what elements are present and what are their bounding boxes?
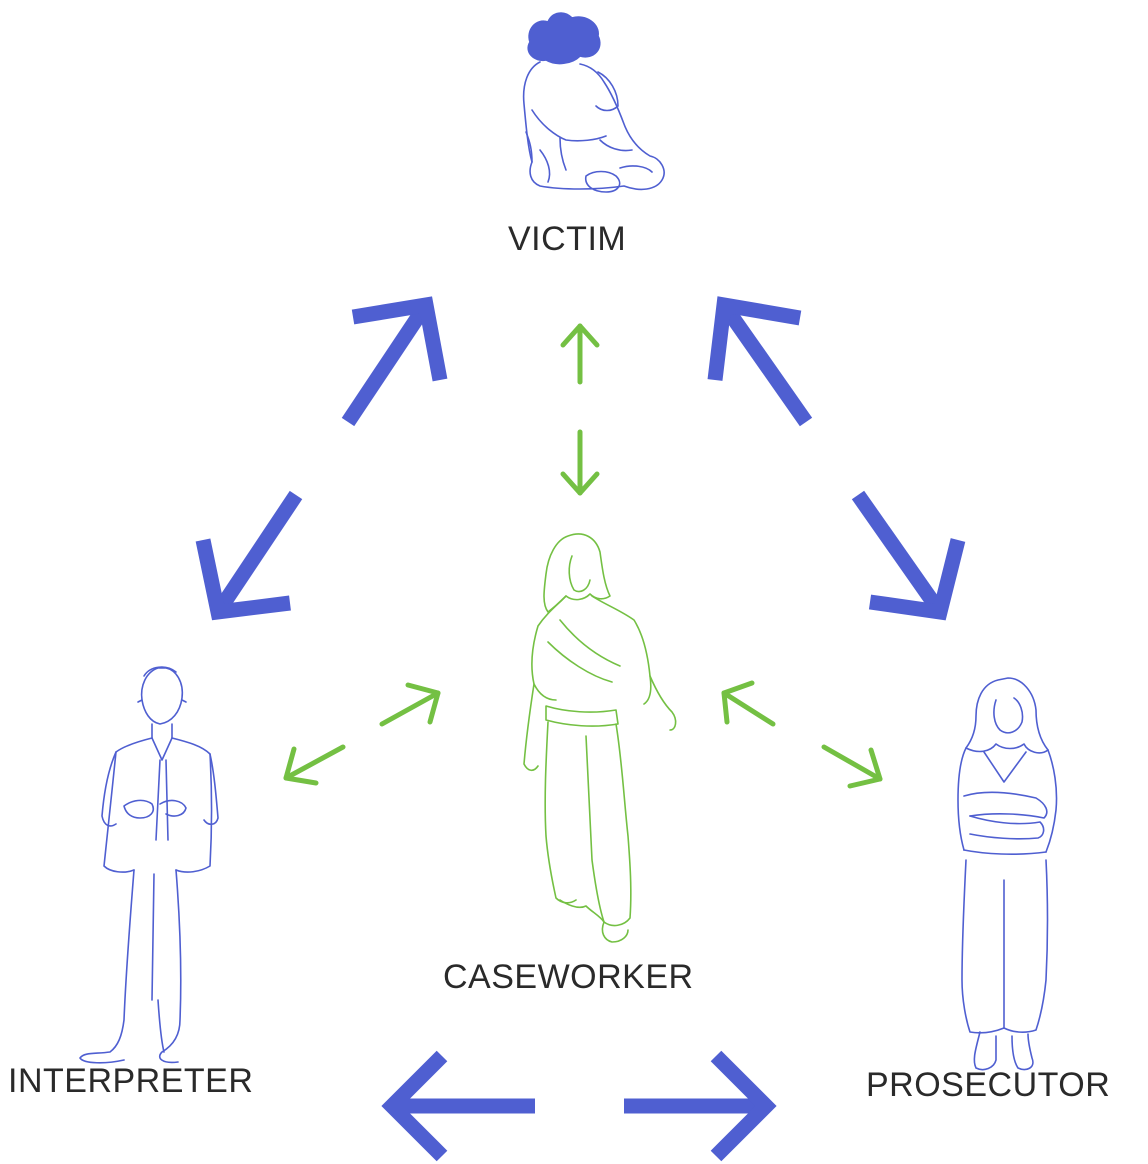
arrow-caseworker-interpreter — [283, 682, 441, 786]
man-in-suit-icon — [79, 666, 219, 1064]
arrow-caseworker-victim — [560, 323, 600, 496]
arrow-caseworker-prosecutor — [721, 680, 883, 789]
prosecutor-label: PROSECUTOR — [866, 1066, 1111, 1104]
seated-person-icon — [522, 12, 665, 193]
walking-woman-icon — [523, 533, 677, 943]
arrow-interpreter-prosecutor — [381, 1050, 777, 1162]
interpreter-label: INTERPRETER — [8, 1062, 254, 1100]
arrow-head-down-right — [851, 490, 966, 621]
arrow-head-up-left — [707, 296, 813, 427]
arrow-victim-interpreter — [195, 296, 448, 621]
victim-label: VICTIM — [508, 220, 627, 258]
arrow-head-left — [381, 1050, 535, 1162]
arrow-head-down-left — [195, 490, 303, 621]
woman-arms-crossed-icon — [957, 677, 1058, 1071]
arrow-head-right — [624, 1050, 777, 1162]
arrow-head-up-right — [341, 296, 448, 427]
caseworker-label: CASEWORKER — [443, 958, 694, 996]
arrow-victim-prosecutor — [707, 296, 966, 621]
